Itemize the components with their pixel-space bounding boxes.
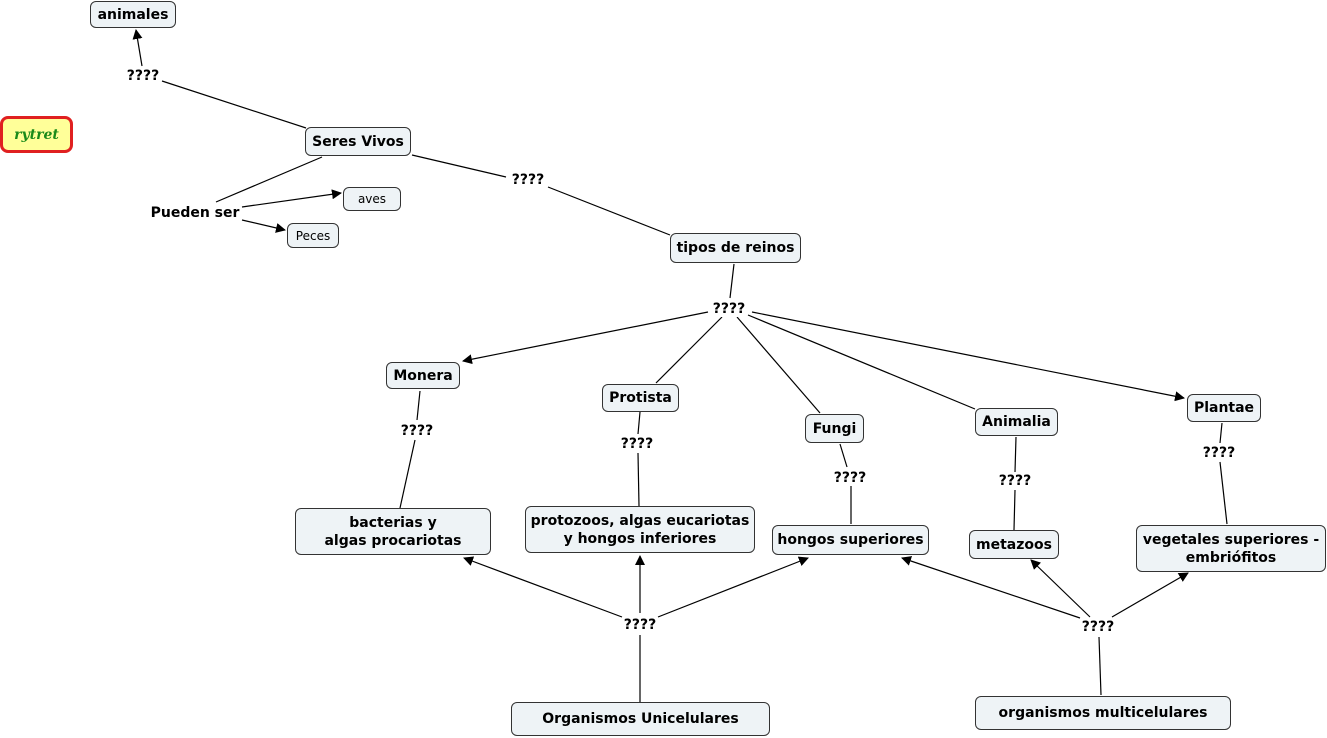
link-line [736, 316, 821, 414]
link-arrow [241, 189, 342, 208]
link-line [637, 452, 640, 507]
link-arrow [463, 556, 623, 618]
concept-organismos-unicelulares[interactable]: Organismos Unicelulares [511, 702, 770, 736]
concept-rytret[interactable]: rytret [0, 116, 73, 153]
link-line [1014, 436, 1017, 473]
link-line [839, 443, 848, 468]
concept-fungi[interactable]: Fungi [805, 414, 864, 443]
link-line [747, 314, 976, 410]
link-line [1098, 636, 1102, 696]
link-line [399, 439, 416, 509]
linking-phrase[interactable]: ???? [619, 436, 655, 452]
link-arrow [901, 556, 1081, 619]
linking-phrase[interactable]: ???? [711, 301, 747, 317]
link-line [416, 390, 421, 421]
concept-peces[interactable]: Peces [287, 223, 339, 248]
linking-phrase[interactable]: ???? [399, 423, 435, 439]
concept-aves[interactable]: aves [343, 187, 401, 211]
concept-hongos-superiores[interactable]: hongos superiores [772, 525, 929, 555]
link-line [655, 316, 723, 384]
link-line [1219, 422, 1223, 444]
linking-phrase[interactable]: ???? [832, 470, 868, 486]
concept-monera[interactable]: Monera [386, 362, 460, 389]
concept-plantae[interactable]: Plantae [1187, 394, 1261, 422]
linking-phrase[interactable]: ???? [510, 172, 546, 188]
link-line [411, 154, 507, 178]
link-line [1013, 489, 1016, 531]
linking-phrase[interactable]: ???? [997, 473, 1033, 489]
link-line [1219, 461, 1228, 525]
concept-metazoos[interactable]: metazoos [969, 530, 1059, 559]
link-arrow [1030, 559, 1091, 618]
link-arrow [1111, 572, 1189, 618]
link-arrow [132, 29, 143, 67]
concept-seres-vivos[interactable]: Seres Vivos [305, 127, 411, 156]
link-line [161, 80, 307, 129]
concept-animales[interactable]: animales [90, 1, 176, 28]
link-line [215, 156, 323, 203]
link-line [729, 263, 735, 299]
concept-protista[interactable]: Protista [602, 384, 679, 412]
link-arrow [462, 311, 709, 365]
concept-protozoos[interactable]: protozoos, algas eucariotas y hongos inf… [525, 506, 755, 553]
concept-organismos-multicelulares[interactable]: organismos multicelulares [975, 696, 1231, 730]
linking-phrase-pueden-ser[interactable]: Pueden ser [149, 205, 241, 221]
concept-vegetales[interactable]: vegetales superiores - embriófitos [1136, 525, 1326, 572]
link-line [547, 186, 671, 236]
link-line [637, 411, 641, 435]
linking-phrase[interactable]: ???? [1201, 445, 1237, 461]
concept-bacterias[interactable]: bacterias y algas procariotas [295, 508, 491, 555]
concept-animalia[interactable]: Animalia [975, 408, 1058, 436]
concept-tipos-de-reinos[interactable]: tipos de reinos [670, 233, 801, 263]
linking-phrase[interactable]: ???? [622, 617, 658, 633]
link-arrow [751, 311, 1185, 402]
linking-phrase[interactable]: ???? [125, 68, 161, 84]
linking-phrase[interactable]: ???? [1080, 619, 1116, 635]
link-arrow [241, 219, 286, 233]
link-arrow [657, 556, 809, 618]
